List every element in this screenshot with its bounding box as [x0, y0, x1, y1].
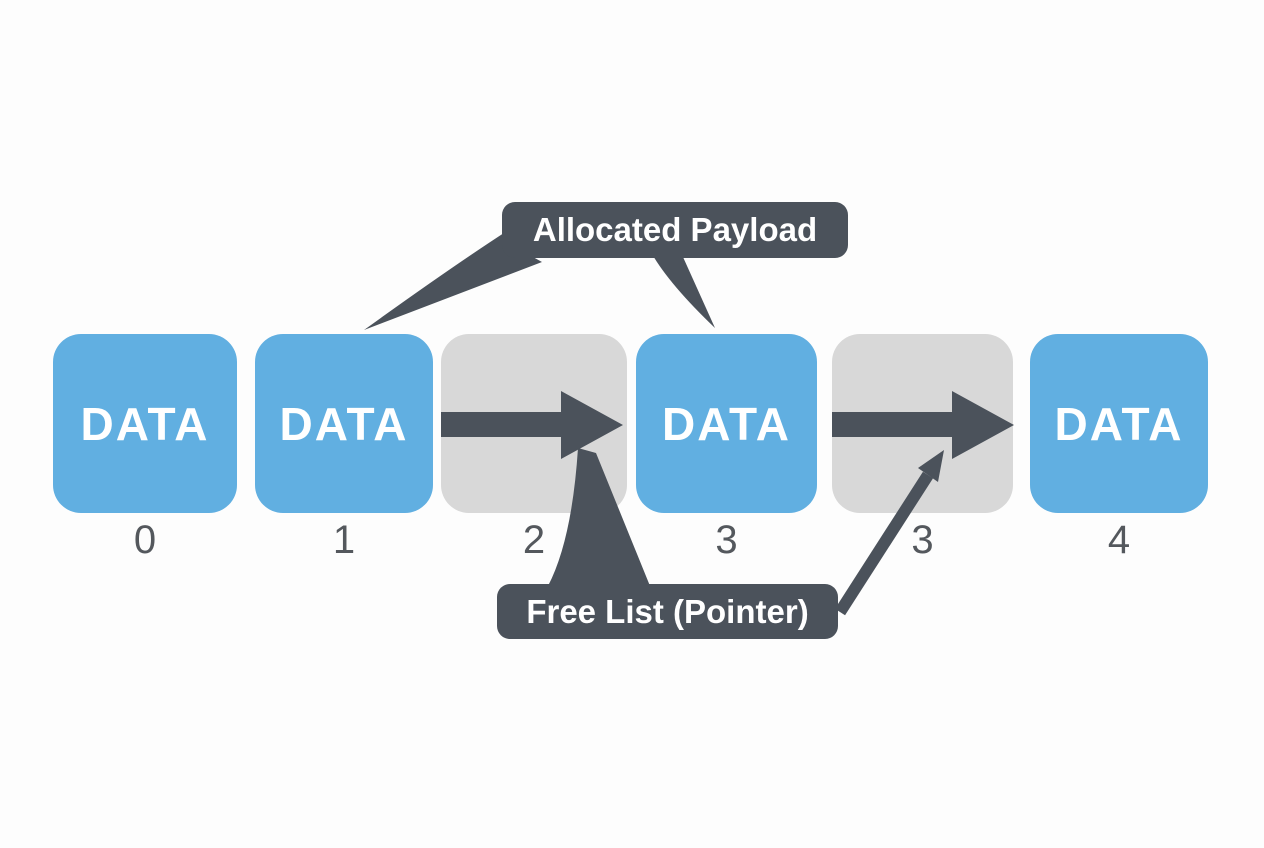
callout-tail-icon: [652, 254, 715, 328]
free-list-callout: Free List (Pointer): [497, 584, 838, 639]
allocated-payload-callout: Allocated Payload: [502, 202, 848, 258]
memory-block-allocated-3: DATA: [636, 334, 817, 513]
block-index-label-3: 3: [715, 518, 738, 562]
block-data-label: DATA: [80, 397, 210, 450]
memory-block-free-3: [832, 334, 1013, 513]
block-index-label-0: 0: [133, 518, 157, 562]
block-data-label: DATA: [1054, 397, 1184, 450]
block-index-label-4: 3: [911, 518, 934, 562]
memory-block-free-2: [441, 334, 627, 513]
block-index-label-2: 2: [522, 518, 546, 562]
block-data-label: DATA: [279, 397, 409, 450]
block-data-label: DATA: [662, 397, 791, 450]
block-index-label-1: 1: [332, 518, 356, 562]
memory-block-allocated-1: DATA: [255, 334, 433, 513]
allocated-payload-callout-label: Allocated Payload: [532, 211, 818, 248]
block-index-label-5: 4: [1107, 518, 1131, 562]
memory-block-allocated-0: DATA: [53, 334, 237, 513]
free-list-callout-label: Free List (Pointer): [526, 592, 809, 630]
memory-block-allocated-4: DATA: [1030, 334, 1208, 513]
